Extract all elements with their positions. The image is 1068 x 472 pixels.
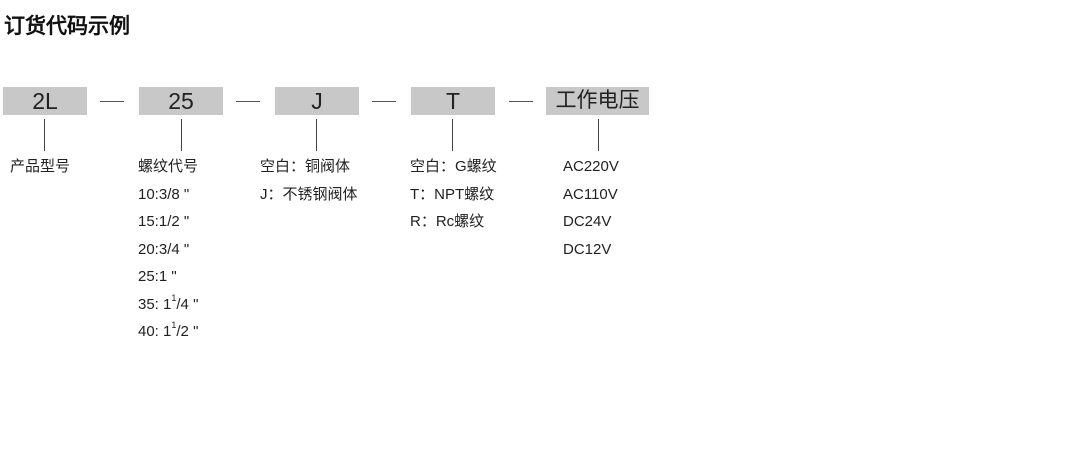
option-line: 25:1 " (138, 268, 177, 285)
connector-line (181, 119, 182, 151)
option-line: 10:3/8 " (138, 185, 190, 203)
option-rest: /2 " (176, 323, 199, 340)
option-line: AC110V (563, 185, 618, 203)
option-line: 35: 11/4 " (138, 291, 198, 319)
thread-code-options: 螺纹代号 10:3/8 " 15:1/2 " 20:3/4 " 25:1 " 3… (138, 153, 198, 346)
option-rest: /4 " (176, 295, 199, 313)
voltage-options: AC220V AC110V DC24V DC12V (563, 153, 619, 263)
separator-dash (372, 101, 396, 102)
option-sup: 1 (171, 320, 177, 330)
connector-line (316, 119, 317, 151)
model-description: 产品型号 (10, 153, 70, 181)
option-line: 20:3/4 " (138, 240, 190, 258)
option-line: T：NPT螺纹 (410, 185, 495, 203)
separator-dash (509, 101, 533, 102)
code-box-thread: 25 (139, 87, 223, 115)
material-options: 空白：铜阀体 J：不锈钢阀体 (260, 153, 358, 208)
option-line: DC12V (563, 240, 612, 258)
code-box-thread-type: T (411, 87, 495, 115)
option-sup: 1 (171, 292, 177, 303)
option-line: J：不锈钢阀体 (260, 185, 358, 203)
option-line: 40: 11/2 " (138, 318, 198, 346)
code-box-model: 2L (3, 87, 87, 115)
option-line: 螺纹代号 (138, 158, 199, 175)
option-line: 15:1/2 " (138, 213, 190, 230)
connector-line (452, 119, 453, 151)
option-line: AC220V (563, 158, 619, 175)
option-line: DC24V (563, 213, 612, 230)
separator-dash (100, 101, 124, 102)
option-prefix: 35: 1 (138, 295, 172, 313)
option-line: R：Rc螺纹 (410, 213, 485, 230)
option-line: 空白：铜阀体 (260, 158, 351, 175)
connector-line (44, 119, 45, 151)
connector-line (598, 119, 599, 151)
option-prefix: 40: 1 (138, 323, 172, 340)
code-box-material: J (275, 87, 359, 115)
separator-dash (236, 101, 260, 102)
option-line: 空白：G螺纹 (410, 158, 497, 175)
page-title: 订货代码示例 (4, 13, 130, 38)
code-box-voltage: 工作电压 (546, 87, 649, 115)
thread-type-options: 空白：G螺纹 T：NPT螺纹 R：Rc螺纹 (410, 153, 497, 236)
option-line: 产品型号 (10, 158, 71, 175)
